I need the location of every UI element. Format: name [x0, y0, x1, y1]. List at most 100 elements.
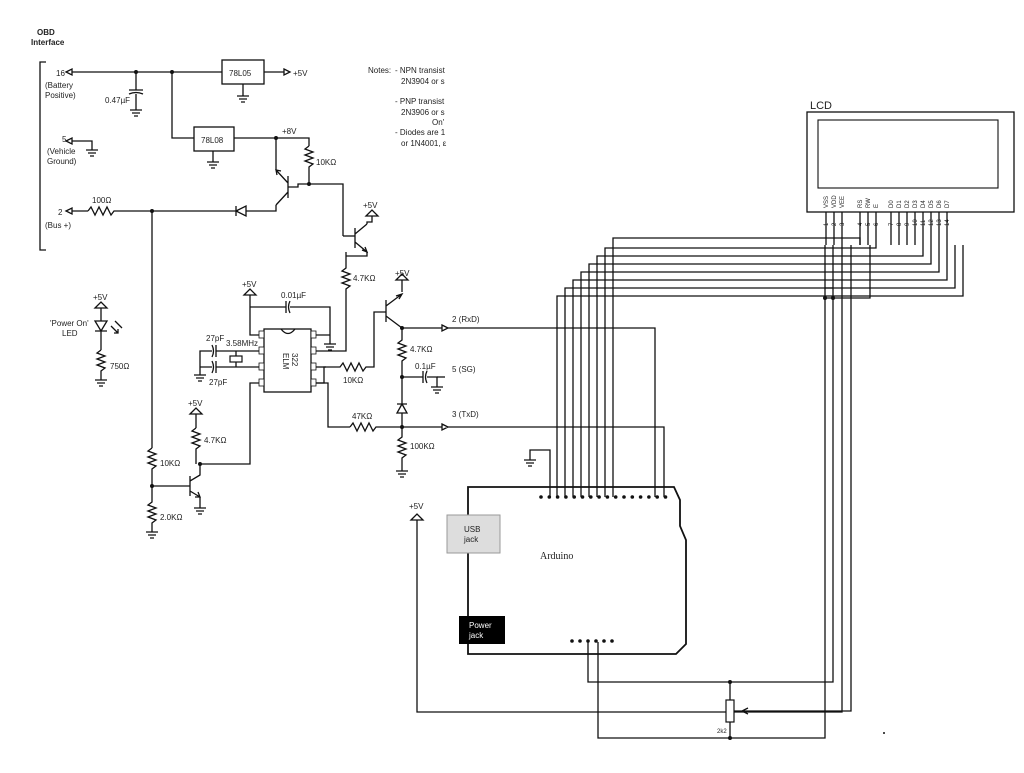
chip-pin [258, 330, 265, 339]
signal-txd: 3 (TxD) [452, 410, 479, 419]
resistor-10k-chip-label: 10KΩ [343, 376, 363, 385]
arduino-header-pin [602, 639, 606, 643]
pot-wires [587, 245, 834, 739]
resistor-47k-tx [349, 421, 450, 433]
lcd-wire [556, 245, 964, 497]
obd-title-line1: OBD [37, 28, 55, 37]
cap-047uF-label: 0.47µF [105, 96, 130, 105]
arduino-header-pin [589, 495, 593, 499]
resistor-10k-chip [316, 311, 386, 384]
chip-pin [310, 362, 317, 371]
resistor-100-label: 100Ω [92, 196, 111, 205]
plus5-arrow-left [188, 407, 204, 428]
resistor-47k-left-label: 4.7KΩ [204, 436, 226, 445]
power-jack [459, 616, 505, 644]
wire-78l08-in [171, 72, 194, 139]
plus5-label-rail: +5V [409, 502, 424, 511]
plus5-label-q4: +5V [395, 269, 410, 278]
lcd-pin-number: 10 [913, 219, 919, 226]
chip-pin [258, 378, 265, 387]
notes-line1: - NPN transist [395, 66, 446, 75]
cap-27pf-top-label: 27pF [206, 334, 224, 343]
notes-line2: 2N3904 or s [401, 77, 445, 86]
resistor-47k-tx-label: 47KΩ [352, 412, 372, 421]
cap-047uF [128, 72, 144, 117]
crystal-358mhz [229, 355, 243, 363]
lcd-pin-label: D7 [945, 200, 951, 208]
chip-notch [280, 328, 296, 335]
wire-q1-base [288, 183, 344, 236]
arduino-header-pin [594, 639, 598, 643]
transistor-npn-q2 [354, 223, 369, 254]
plus5-arrow-q4 [394, 273, 410, 292]
lcd-wire [604, 245, 877, 497]
resistor-47k-left [190, 427, 202, 464]
cap-001uF-label: 0.01µF [281, 291, 306, 300]
junction-dot [728, 736, 732, 740]
cap-01uF [402, 370, 443, 394]
led-power-on [93, 320, 123, 350]
resistor-47k-mid-label: 4.7KΩ [353, 274, 375, 283]
lcd-pin-label: VSS [824, 196, 830, 208]
notes-line7: or 1N4001, ε [401, 139, 447, 148]
wire-78l05-out [264, 67, 292, 77]
lcd-pin-number: 8 [897, 222, 903, 226]
diode-tx [395, 377, 409, 427]
arduino-title: Arduino [540, 551, 573, 562]
led-label-2: LED [62, 329, 78, 338]
lcd-wire [564, 245, 956, 497]
usb-label-2: jack [463, 535, 479, 544]
wire-lcd-gnd-bus [825, 245, 871, 299]
arduino-header-pin [586, 639, 590, 643]
arduino-ground [524, 449, 551, 497]
arduino-header-pin [539, 495, 543, 499]
obd-pin16: 16 [56, 69, 65, 78]
lcd-pin-label: RW [866, 198, 872, 208]
wire-crystal [235, 350, 259, 368]
lcd-pin-number: 9 [905, 222, 911, 226]
resistor-2k [146, 486, 158, 539]
arduino-header-pin [605, 495, 610, 499]
obd-pin5-desc2: Ground) [47, 157, 77, 166]
lcd-pin-label: D4 [921, 200, 927, 208]
arduino-header-pin [638, 495, 643, 499]
junction-dot [134, 70, 138, 74]
regulator-78l05-label: 78L05 [229, 69, 252, 78]
usb-label-1: USB [464, 525, 480, 534]
plus5-arrow-chip [242, 288, 259, 336]
resistor-47k-mid [340, 252, 352, 336]
power-label-1: Power [469, 621, 492, 630]
resistor-47k-rx-label: 4.7KΩ [410, 345, 432, 354]
diode-bus [234, 204, 277, 218]
wire-q2-emitter [346, 252, 368, 257]
plus5-label-q2: +5V [363, 201, 378, 210]
wire-battery-rail [64, 67, 222, 77]
notes-line3: - PNP transist [395, 97, 445, 106]
obd-connector-bracket [39, 61, 46, 251]
cap-001uF [250, 300, 331, 336]
arduino-header-pin [597, 495, 601, 499]
lcd-pin-number: 5 [866, 222, 872, 226]
crystal-label: 3.58MHz [226, 339, 258, 348]
cap-01uF-label: 0.1µF [415, 362, 436, 371]
arduino-header-pin [647, 495, 651, 499]
plus5-label-left: +5V [188, 399, 203, 408]
usb-jack [446, 514, 501, 554]
signal-sg: 5 (SG) [452, 365, 476, 374]
lcd-pin-number: 6 [874, 222, 880, 226]
signal-rxd: 2 (RxD) [452, 315, 480, 324]
plus5-label-reg: +5V [293, 69, 308, 78]
wire-chip-pin4 [200, 382, 259, 465]
lcd-pin-label: D1 [897, 200, 903, 208]
obd-pin2: 2 [58, 208, 63, 217]
lcd-wire [588, 245, 932, 497]
obd-title-line2: Interface [31, 38, 65, 47]
arduino-header-pin [663, 495, 668, 499]
led-label-1: 'Power On' [50, 319, 89, 328]
lcd-pin-number: 11 [921, 219, 927, 226]
plus5-arrow-led [93, 301, 109, 321]
lcd-pin-number: 13 [937, 219, 943, 226]
lcd-wire [596, 245, 924, 497]
resistor-2k-label: 2.0KΩ [160, 513, 182, 522]
